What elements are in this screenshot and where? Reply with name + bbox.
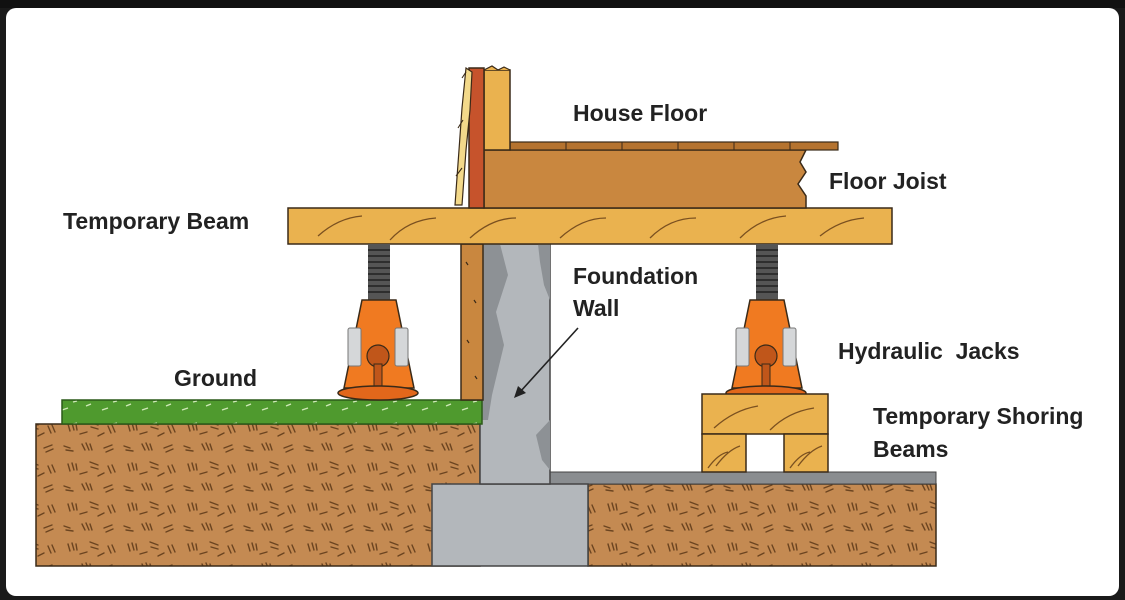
- label-hydraulic-jacks: Hydraulic Jacks: [838, 338, 1020, 364]
- label-floor-joist: Floor Joist: [829, 168, 947, 194]
- foundation-wall-crack-right: [536, 244, 550, 470]
- house-jacking-diagram: House Floor Floor Joist Temporary Beam F…: [35, 65, 1083, 567]
- soil-right: [587, 483, 937, 567]
- label-foundation-wall-line2: Wall: [573, 295, 619, 321]
- foundation-wall-crack: [480, 244, 508, 420]
- label-temporary-shoring-line2: Beams: [873, 436, 948, 462]
- window-top-bar: [0, 0, 1125, 8]
- temporary-beam: [287, 207, 893, 245]
- hydraulic-jack-right: [725, 244, 807, 401]
- house-floor: [509, 141, 839, 151]
- wall-stud: [483, 69, 511, 151]
- basement-slab: [549, 471, 937, 485]
- ground-grass: [61, 399, 483, 425]
- label-temporary-beam: Temporary Beam: [63, 208, 249, 234]
- beam-grain: [317, 215, 865, 241]
- wall-stud-break: [483, 65, 511, 71]
- label-house-floor: House Floor: [573, 100, 707, 126]
- hydraulic-jack-left: [337, 244, 419, 401]
- footing: [431, 483, 589, 567]
- soil-left: [35, 423, 481, 567]
- label-ground: Ground: [174, 365, 257, 391]
- diagram-panel: House Floor Floor Joist Temporary Beam F…: [6, 8, 1119, 596]
- floor-joist: [483, 149, 808, 209]
- foundation-wall-arrowhead: [514, 386, 526, 398]
- rim-furring: [460, 243, 484, 401]
- foundation-wall-leader: [519, 327, 579, 393]
- label-foundation-wall-line1: Foundation: [573, 263, 698, 289]
- temporary-shoring-beams: [701, 393, 829, 473]
- label-temporary-shoring-line1: Temporary Shoring: [873, 403, 1083, 429]
- sill-plate: [468, 67, 485, 209]
